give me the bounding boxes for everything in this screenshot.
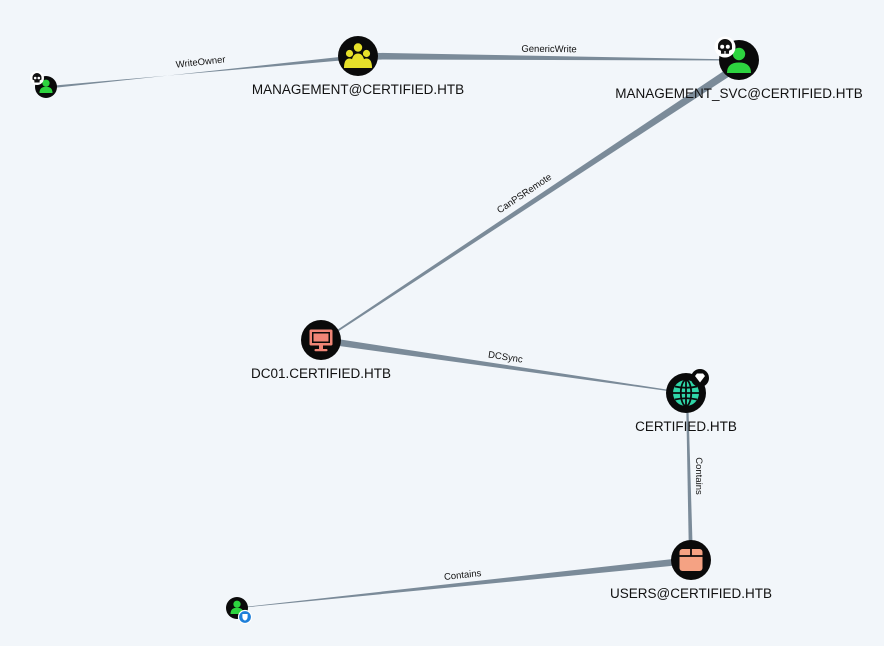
shield-icon [237, 609, 253, 625]
node-management[interactable]: MANAGEMENT@CERTIFIED.HTB [252, 36, 464, 97]
computer-icon [309, 329, 333, 352]
node-label-users: USERS@CERTIFIED.HTB [610, 586, 772, 601]
diamond-icon [691, 369, 709, 387]
edge-contains-domain[interactable]: Contains [686, 393, 704, 560]
node-user-b[interactable] [226, 597, 253, 625]
edge-label-contains-domain: Contains [693, 457, 704, 495]
node-label-certified: CERTIFIED.HTB [635, 419, 737, 434]
box-icon [679, 549, 703, 571]
user-icon [39, 79, 53, 93]
user-icon [727, 47, 751, 73]
edge-label-contains-users: Contains [443, 568, 482, 583]
edge-label-genericwrite: GenericWrite [521, 44, 576, 56]
edge-layer: WriteOwner GenericWrite CanPSRemote DCSy… [46, 44, 742, 609]
node-label-management-svc: MANAGEMENT_SVC@CERTIFIED.HTB [615, 86, 862, 101]
edge-genericwrite[interactable]: GenericWrite [358, 44, 739, 61]
group-icon [344, 43, 372, 68]
edge-canpsremote[interactable]: CanPSRemote [321, 62, 742, 342]
edge-dcsync[interactable]: DCSync [321, 336, 686, 394]
node-management-svc[interactable]: MANAGEMENT_SVC@CERTIFIED.HTB [615, 36, 863, 102]
skull-icon [714, 36, 736, 58]
node-users[interactable]: USERS@CERTIFIED.HTB [610, 540, 772, 601]
edge-label-writeowner: WriteOwner [175, 54, 226, 70]
node-label-management: MANAGEMENT@CERTIFIED.HTB [252, 82, 464, 97]
node-user-a[interactable] [30, 71, 57, 98]
node-dc01[interactable]: DC01.CERTIFIED.HTB [251, 320, 391, 381]
edge-label-dcsync: DCSync [487, 349, 523, 365]
node-label-dc01: DC01.CERTIFIED.HTB [251, 366, 391, 381]
globe-icon [673, 379, 699, 407]
node-certified[interactable]: CERTIFIED.HTB [635, 369, 737, 434]
skull-icon [30, 71, 44, 85]
edge-writeowner[interactable]: WriteOwner [46, 54, 358, 89]
edge-contains-users[interactable]: Contains [237, 557, 691, 609]
node-layer: MANAGEMENT@CERTIFIED.HTB MANAGEMENT_SVC@… [30, 36, 863, 625]
